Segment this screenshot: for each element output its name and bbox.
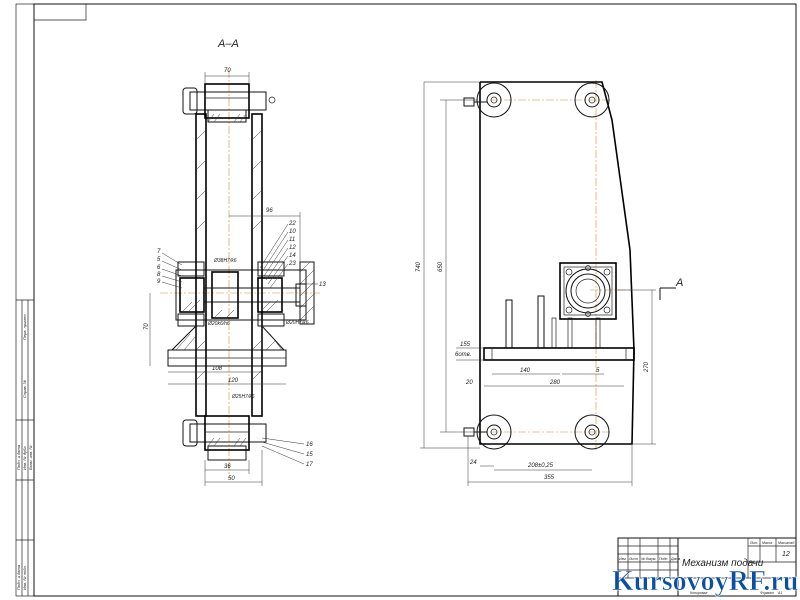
dim-top-width: 70 (224, 68, 231, 74)
section-dimensions: 70 96 70 108 120 36 50 Ø38H7/k6 Ø20k6/h6… (144, 68, 309, 482)
part-number-6: 6 (157, 265, 161, 271)
tb-list: Лист (628, 557, 638, 561)
part-number-14: 14 (289, 253, 296, 259)
dim-bottom-width-a: 36 (224, 464, 231, 470)
dim-right: 96 (266, 208, 273, 214)
front-view (420, 80, 676, 486)
dim-208: 208±0,25 (527, 463, 554, 469)
drawing-frame (15, 3, 797, 597)
tb-data: Дата (670, 557, 680, 561)
front-dimensions: 740 650 155 6отв. 140 280 20 5 270 24 20… (416, 261, 683, 481)
dim-5: 5 (596, 368, 600, 374)
title-block-text: Изм. Лист № докум. Подп. Дата Лит. Масса… (619, 541, 795, 595)
part-number-9: 9 (157, 279, 161, 285)
part-number-17: 17 (306, 462, 313, 468)
dim-280: 280 (549, 380, 561, 386)
fit-right: Ø20H7/k6 (285, 320, 309, 326)
tb-format: Формат (760, 591, 774, 595)
section-view (149, 70, 320, 486)
part-number-22: 22 (288, 221, 296, 227)
section-title: A–A (217, 38, 239, 50)
part-number-15: 15 (306, 452, 313, 458)
dim-24: 24 (469, 460, 477, 466)
dim-155: 155 (460, 342, 471, 348)
stamp-inv-dubl: Инв. № дубл. (22, 445, 27, 470)
part-number-13: 13 (319, 282, 326, 288)
dim-inner-height: 650 (438, 261, 444, 272)
tb-podp: Подп. (659, 557, 668, 561)
tb-format-value: А1 (777, 591, 782, 595)
fit-upper: Ø38H7/k6 (213, 258, 237, 264)
dim-base-a: 108 (212, 366, 223, 372)
stamp-podp-data-1: Подп. и дата (16, 444, 21, 470)
tb-massa: Масса (762, 541, 772, 545)
part-number-12: 12 (289, 245, 296, 251)
left-stamp-labels: Перв. примен. Справ. № Подп. и дата Инв.… (16, 313, 33, 590)
tb-lit: Лит. (749, 541, 758, 545)
sheet-number: 12 (782, 551, 790, 558)
title-block (617, 537, 797, 597)
part-number-10: 10 (289, 229, 296, 235)
dim-20: 20 (465, 380, 473, 386)
stamp-vzam-inv: Взам. инв. № (28, 445, 33, 470)
drawing-title: Механизм подачи (682, 558, 764, 569)
tb-kopiroval: Копировал (690, 591, 707, 595)
part-numbers: 7 5 6 8 9 22 10 11 12 14 23 13 16 15 17 (157, 221, 326, 468)
stamp-sprav: Справ. № (22, 379, 27, 398)
stamp-perv-primen: Перв. примен. (22, 313, 27, 340)
dim-total-height: 740 (416, 261, 422, 272)
part-number-8: 8 (157, 272, 161, 278)
part-number-16: 16 (306, 442, 313, 448)
dim-140: 140 (520, 368, 531, 374)
tb-izm: Изм. (619, 557, 626, 561)
fit-lower: Ø25H7/k6 (231, 394, 255, 400)
dim-bottom-width-b: 50 (228, 476, 235, 482)
fit-center: Ø20k6/h6 (207, 321, 230, 327)
dim-base-b: 120 (228, 378, 239, 384)
watermark-logo: KursovoyRF.ru (612, 566, 799, 598)
dim-355: 355 (544, 475, 555, 481)
tb-masshtab: Масштаб (778, 541, 795, 545)
tb-dokum: № докум. (641, 557, 656, 561)
part-number-23: 23 (288, 261, 296, 267)
dim-270: 270 (644, 361, 650, 373)
part-number-5: 5 (157, 257, 161, 263)
watermark-text: KursovoyRF.ru (612, 566, 798, 597)
part-number-7: 7 (157, 249, 161, 255)
part-number-11: 11 (289, 237, 295, 243)
stamp-inv-podl: Инв. № подл. (22, 565, 27, 590)
dim-holes: 6отв. (455, 352, 471, 358)
view-marker: A (675, 277, 683, 289)
dim-height-left: 70 (144, 323, 150, 330)
stamp-podp-data-2: Подп. и дата (16, 564, 21, 590)
